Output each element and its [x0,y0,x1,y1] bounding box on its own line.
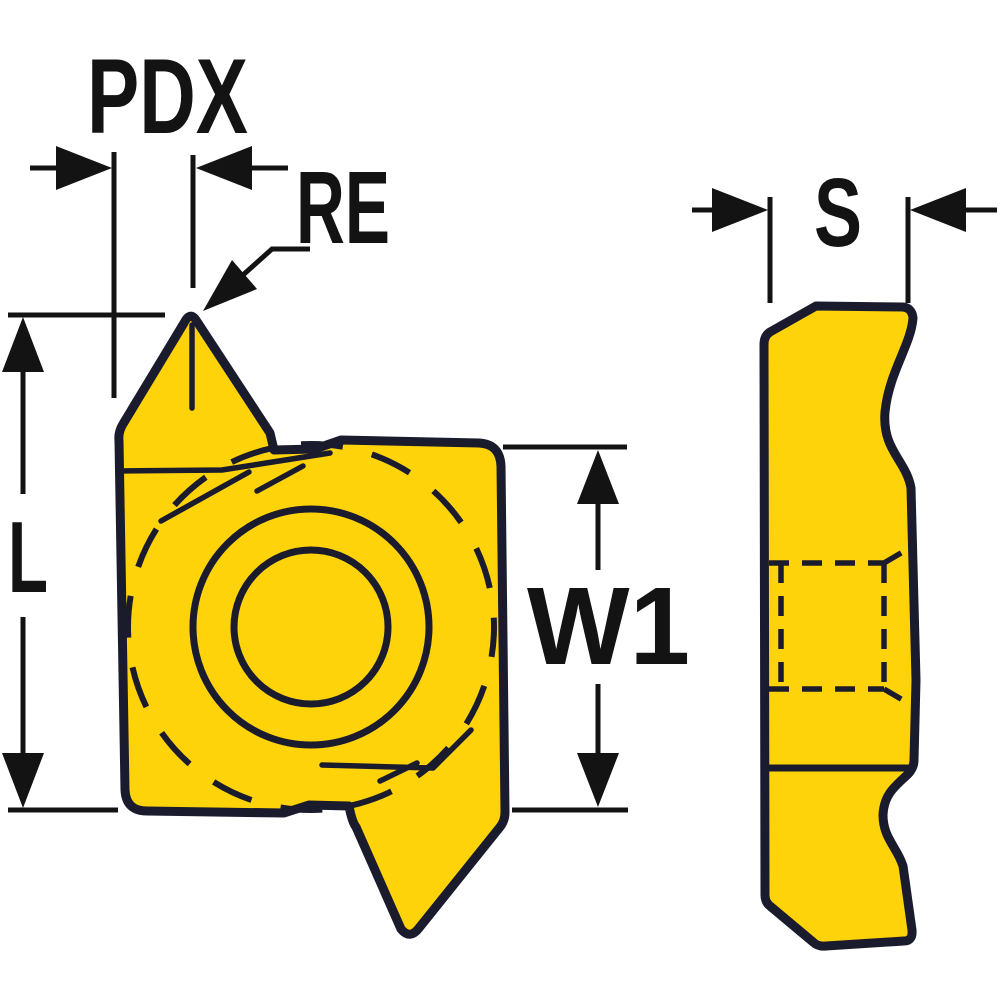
bottom-facet-lines [319,727,474,784]
dimension-labels: PDX RE L W1 S [8,36,862,688]
center-hole [230,546,392,708]
side-view [759,301,921,951]
re-dimension [203,246,310,311]
re-label: RE [296,150,390,265]
s-arrow-left [712,188,768,232]
top-facet-lines [117,450,333,524]
s-arrow-right [910,188,966,232]
front-view-outline [114,311,510,939]
counterbore-circle [189,505,433,749]
w1-label: W1 [527,565,690,688]
w1-arrow-down [577,753,619,807]
pdx-arrow-right [196,146,252,190]
s-dimension [692,188,997,303]
inscribed-dashed-circle [125,441,497,813]
w1-dimension [503,444,628,813]
l-extension-ticks [8,312,165,813]
l-dimension [2,312,165,813]
dimension-annotations [2,146,997,813]
pdx-extension-lines [111,152,196,398]
w1-extension-ticks [503,444,628,813]
pdx-arrow-left [56,146,112,190]
front-view [114,311,510,939]
l-arrow-down [2,753,44,808]
side-view-outline [759,301,921,951]
l-label: L [8,502,48,614]
l-arrow-up [2,317,44,372]
s-extension-ticks [767,197,911,303]
w1-arrow-up [577,450,619,504]
pdx-label: PDX [87,36,248,156]
s-label: S [814,158,862,267]
pdx-dimension [30,146,288,398]
re-arrowhead [203,260,257,311]
